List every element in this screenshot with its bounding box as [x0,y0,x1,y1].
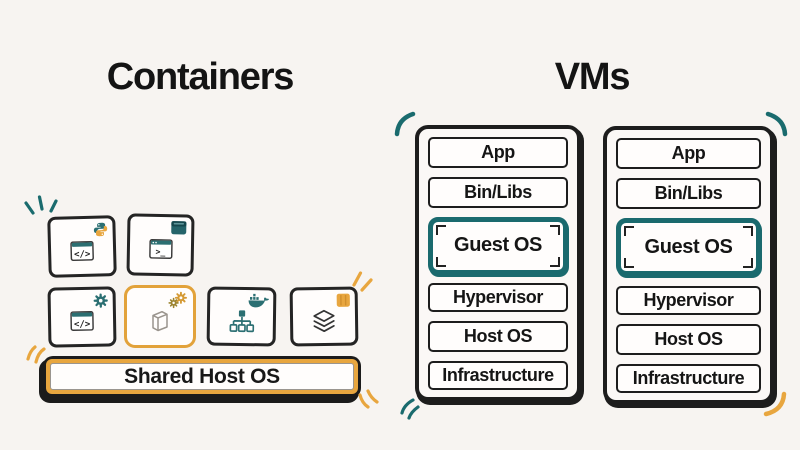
vm-row-hypervisor: Hypervisor [428,283,568,313]
containers-title: Containers [106,56,295,98]
bracket-icon [550,224,560,235]
bracket-icon [743,258,753,269]
container-tile-icon [170,220,187,235]
svg-text:>_: >_ [155,247,165,257]
vm-row-guest-os: Guest OS [428,216,568,275]
vm-row-infrastructure: Infrastructure [428,360,568,390]
vm-row-bin-libs: Bin/Libs [616,178,761,210]
container-box [289,286,359,347]
hierarchy-icon [229,309,254,332]
vm-row-app: App [616,138,761,169]
gear-icon [93,293,109,309]
container-box [206,286,277,347]
layers-icon [311,309,337,333]
bracket-icon [550,256,560,267]
container-box: </> [47,215,117,278]
vms-title: VMs [554,56,631,98]
vm-row-guest-os-label: Guest OS [454,234,542,257]
vm-row-app: App [428,137,568,168]
code-window-icon: </> [69,311,94,332]
bracket-icon [436,256,446,267]
vm-row-host-os: Host OS [428,321,568,353]
bracket-icon [624,258,634,269]
terminal-window-icon: >_ [148,239,173,260]
vm-row-guest-os-label: Guest OS [644,235,733,258]
python-icon [92,221,108,237]
vm-row-bin-libs: Bin/Libs [428,176,568,208]
shared-host-os-label: Shared Host OS [50,363,354,390]
card-icon [336,293,351,308]
arc-teal-stack1-bottom-left [400,398,420,420]
docker-whale-icon [247,293,270,309]
bracket-icon [436,224,446,235]
vm-row-hypervisor: Hypervisor [616,285,761,315]
container-box: </> [47,286,117,348]
gears-icon [167,291,189,309]
package-box-icon [148,308,172,335]
container-box: >_ [126,213,195,277]
bracket-icon [624,226,634,237]
vm-row-infrastructure: Infrastructure [616,363,761,393]
vm-stack-2: App Bin/Libs Guest OS Hypervisor Host OS… [603,126,774,404]
sparkle-gold-bottom-right-of-bar [358,389,379,409]
sparkle-gold-left-of-bar [26,345,46,364]
container-box-highlighted [124,285,196,348]
svg-text:</>: </> [74,250,91,260]
shared-host-os-bar-gold-ring: Shared Host OS [46,359,358,394]
vm-stack-1: App Bin/Libs Guest OS Hypervisor Host OS… [415,125,581,401]
vm-row-guest-os: Guest OS [616,218,761,277]
arc-teal-stack1-top-left [394,111,416,137]
vm-row-host-os: Host OS [616,323,761,355]
code-window-icon: </> [69,240,95,262]
svg-text:</>: </> [74,320,91,330]
sparkle-gold-right-of-grid [352,271,373,292]
shared-host-os-bar: Shared Host OS [43,356,361,398]
sparkle-teal-top-left [24,195,58,215]
bracket-icon [743,226,753,237]
